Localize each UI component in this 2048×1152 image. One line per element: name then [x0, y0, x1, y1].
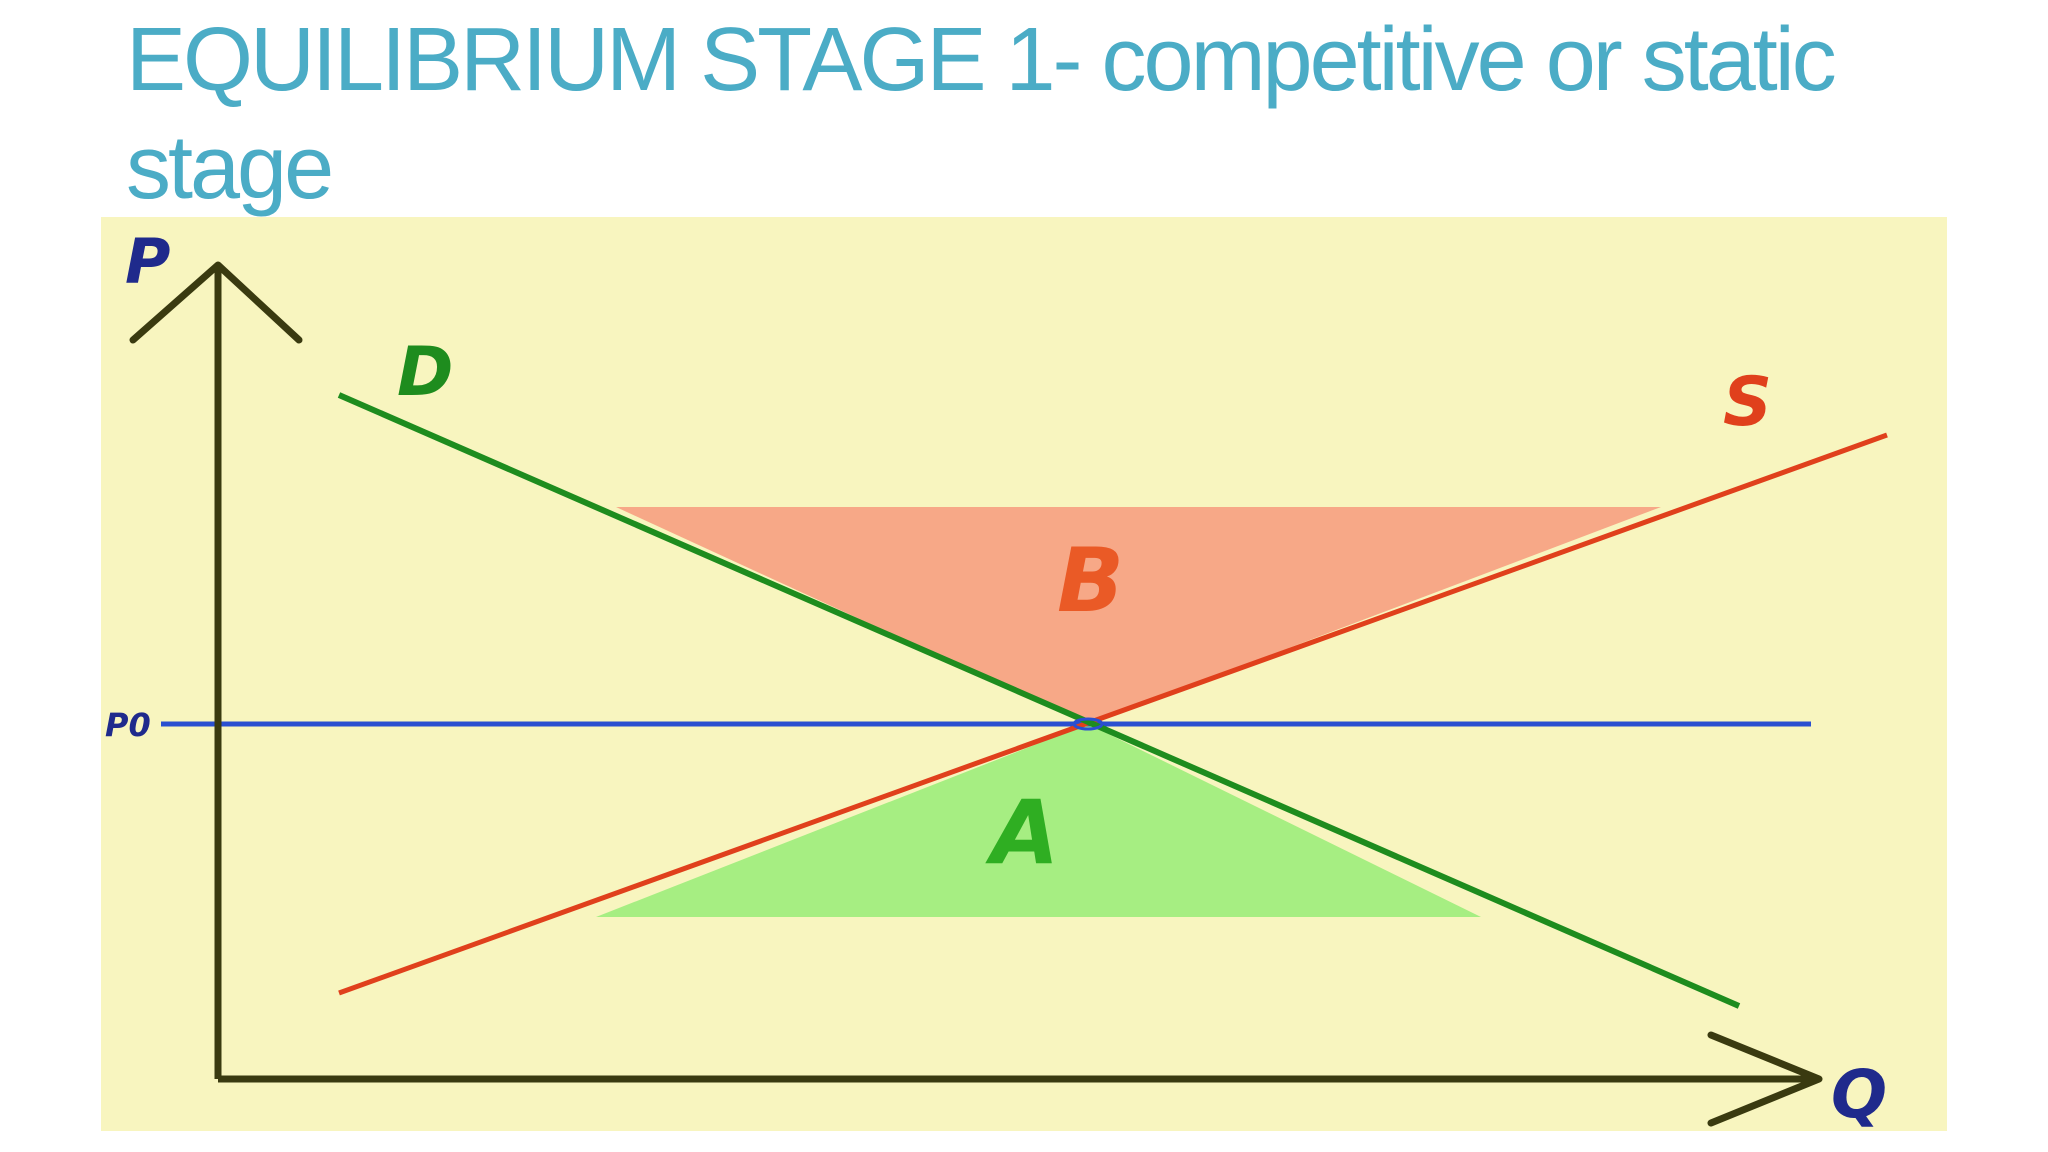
supply-demand-diagram: P Q P0 D S B A	[101, 217, 1947, 1131]
supply-curve-label: S	[1723, 363, 1772, 442]
area-b-label: B	[1057, 529, 1124, 632]
demand-curve	[337, 392, 1741, 1009]
p-axis-arrowhead	[129, 261, 303, 344]
diagram-canvas: P Q P0 D S B A	[101, 217, 1947, 1131]
q-axis-label: Q	[1831, 1056, 1887, 1131]
equilibrium-point	[1072, 717, 1104, 731]
q-axis-arrowhead	[1707, 1031, 1823, 1127]
slide-title: EQUILIBRIUM STAGE 1- competitive or stat…	[126, 10, 1837, 218]
area-a-label: A	[985, 781, 1059, 884]
area-a-region	[596, 724, 1481, 917]
p-axis-label: P	[125, 225, 170, 298]
p0-label: P0	[105, 706, 151, 744]
area-b-region	[616, 507, 1661, 724]
demand-curve-label: D	[397, 333, 453, 412]
supply-curve	[338, 432, 1888, 996]
